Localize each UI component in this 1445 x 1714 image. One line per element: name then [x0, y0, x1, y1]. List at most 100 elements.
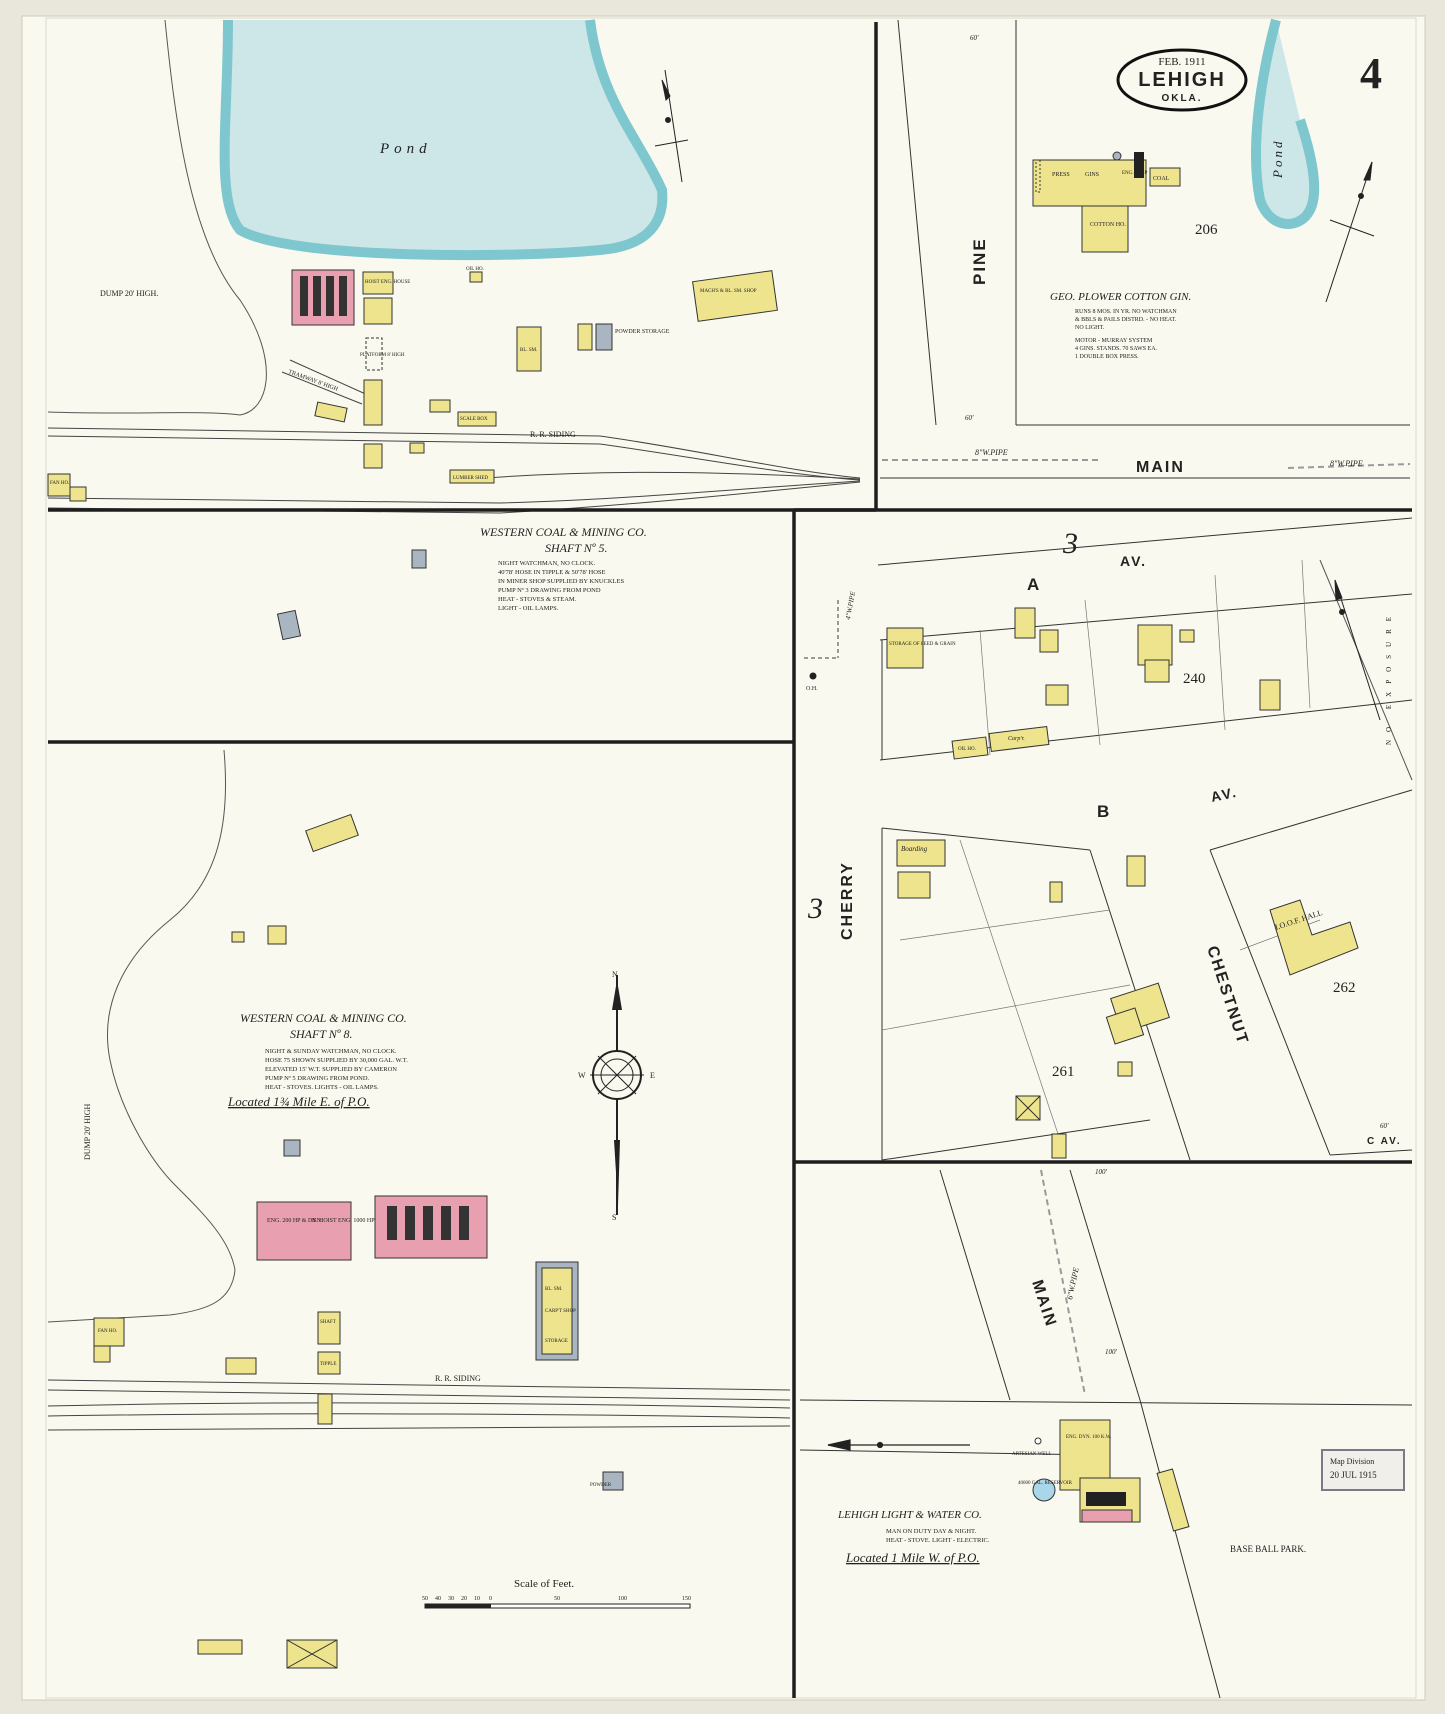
- shed-h-5: [411, 549, 427, 569]
- scale-tick-2: 30: [448, 1596, 454, 1602]
- svg-text:100': 100': [1105, 1348, 1118, 1356]
- north-arrow-town-icon: [1334, 579, 1381, 721]
- town-shed-d: [1117, 1061, 1133, 1077]
- platform-label: PLATFORM 8' HIGH: [360, 353, 405, 358]
- gin-engine-label: ENG. 35 HP: [1122, 171, 1148, 176]
- shed-l-cross-2: [286, 1639, 338, 1669]
- shed-d-8: [283, 1139, 301, 1157]
- boiler-8-4: [441, 1206, 451, 1240]
- shaft8-note-0: NIGHT & SUNDAY WATCHMAN, NO CLOCK.: [265, 1048, 397, 1055]
- svg-text:60': 60': [965, 414, 974, 422]
- scale-title: Scale of Feet.: [514, 1578, 574, 1590]
- shaft8-note-4: HEAT - STOVES. LIGHTS - OIL LAMPS.: [265, 1084, 379, 1091]
- light-note-1: HEAT - STOVE. LIGHT - ELECTRIC.: [886, 1537, 990, 1544]
- gin-cotton-label: COTTON HO.: [1090, 222, 1126, 228]
- north-arrow-icon: [654, 69, 689, 183]
- street-pine: PINE: [970, 237, 989, 285]
- compass-e: E: [650, 1071, 655, 1080]
- rail-tracks-8: [47, 1379, 791, 1431]
- scale-bar-fill: [425, 1604, 491, 1608]
- reservoir-label: 40000 GAL. RESERVOIR: [1018, 1481, 1073, 1486]
- scale-tick-6: 50: [554, 1596, 560, 1602]
- shed-a-8: [305, 813, 359, 853]
- shaft5-notes: NIGHT WATCHMAN, NO CLOCK. 40'78' HOSE IN…: [498, 560, 624, 612]
- shaft8-note-2: ELEVATED 15' W.T. SUPPLIED BY CAMERON: [265, 1066, 397, 1073]
- pipe-label-left: 8"W.PIPE: [975, 448, 1008, 457]
- gin-note-4: 4 GINS. STANDS. 70 SAWS EA.: [1075, 346, 1158, 352]
- bl-sm-label-5: BL. SM.: [520, 348, 537, 353]
- scale-tick-8: 150: [682, 1596, 691, 1602]
- coal-shed: [1149, 167, 1181, 187]
- shaft8-note-3: PUMP Nº 5 DRAWING FROM POND.: [265, 1075, 370, 1082]
- a-ave-letter: A: [1027, 575, 1041, 594]
- fan-house-8: [93, 1317, 125, 1347]
- water-pipe-main-east: [1287, 463, 1411, 469]
- dwelling-240a: [1137, 624, 1173, 666]
- shaft8-note-1: HOSE 75 SHOWN SUPPLIED BY 30,000 GAL. W.…: [265, 1057, 408, 1064]
- chestnut-east: [1209, 849, 1331, 1156]
- boiler-shed-5: [363, 443, 383, 469]
- sheet-ref-1: 3: [1062, 527, 1078, 560]
- feed-grain-label: STORAGE OF FEED & GRAIN: [889, 642, 956, 647]
- compass-n: N: [612, 970, 618, 979]
- platform-gin: [1035, 159, 1041, 193]
- dimension-labels: 60' 60' 100' 60' 100': [965, 34, 1389, 1356]
- water-tank-icon: [1112, 151, 1122, 161]
- gin-note-0: RUNS 8 MOS. IN YR. NO WATCHMAN: [1075, 309, 1177, 315]
- boiler-2: [313, 276, 321, 316]
- c-ave-label: C AV.: [1367, 1136, 1402, 1147]
- a-ave-suffix: AV.: [1120, 553, 1147, 569]
- main-lower-west: [939, 1169, 1011, 1401]
- engine-house-8: [256, 1201, 352, 1261]
- light-title: LEHIGH LIGHT & WATER CO.: [837, 1509, 982, 1521]
- stamp-title: Map Division: [1330, 1457, 1374, 1466]
- block-262: 262: [1333, 980, 1356, 996]
- oil-label-5: OIL HO.: [466, 267, 484, 272]
- town-bldg-c: [1045, 684, 1069, 706]
- scale-tick-7: 100: [618, 1596, 627, 1602]
- boiler-4: [339, 276, 347, 316]
- boiler-8-1: [387, 1206, 397, 1240]
- fan-label-8: FAN HO.: [98, 1329, 117, 1334]
- panel-shaft-8: DUMP 20' HIGH R. R. SIDING ENG. 200 HP &…: [47, 749, 791, 1669]
- shaft5-note-1: 40'78' HOSE IN TIPPLE & 50'78' HOSE: [498, 569, 606, 576]
- artesian-label: ARTESIAN WELL: [1012, 1452, 1051, 1457]
- gin-gins-label: GINS: [1085, 172, 1099, 178]
- scale-box-5: [457, 411, 497, 427]
- shaft5-note-0: NIGHT WATCHMAN, NO CLOCK.: [498, 560, 595, 567]
- town-shed-c: [1126, 855, 1146, 887]
- scale-tick-0: 50: [422, 1596, 428, 1602]
- main-lower-east: [1069, 1169, 1141, 1401]
- water-pipe-lower: [1040, 1169, 1086, 1396]
- fan-house-5: [47, 473, 71, 497]
- siding-label-5: R. R. SIDING: [530, 430, 576, 439]
- engine-label-8: ENG. 200 HP & DYN.: [267, 1218, 323, 1224]
- boiler-8-2: [405, 1206, 415, 1240]
- boarding-annex: [897, 871, 931, 899]
- shaft5-title-2: SHAFT Nº 5.: [545, 541, 608, 555]
- shaft5-note-2: IN MINER SHOP SUPPLIED BY KNUCKLES: [498, 578, 624, 585]
- ioof-hall: [1269, 899, 1359, 976]
- fan-label-5: FAN HO.: [50, 481, 69, 486]
- dump-outline-8: [47, 749, 236, 1323]
- gin-note-2: NO LIGHT.: [1075, 325, 1105, 331]
- hoist-engine-house-5: [362, 271, 394, 295]
- gin-title: GEO. PLOWER COTTON GIN.: [1050, 291, 1191, 303]
- powder-label-5: POWDER STORAGE: [615, 329, 670, 335]
- a-ave-north: [877, 517, 1413, 566]
- pond-shaft-5: [219, 19, 668, 261]
- oh-label: O.H.: [806, 686, 818, 692]
- well-icon: [1034, 1437, 1042, 1445]
- oil-house-label: OIL HO.: [958, 747, 976, 752]
- shed-g-8: [225, 1357, 257, 1375]
- boiler-1: [300, 276, 308, 316]
- lumber-label: LUMBER SHED: [453, 476, 489, 481]
- bl-sm-label-8: BL. SM.: [545, 1287, 562, 1292]
- shed-a-5: [314, 401, 348, 423]
- brick-stack: [1081, 1509, 1133, 1523]
- boiler-3: [326, 276, 334, 316]
- gin-note-3: MOTOR - MURRAY SYSTEM: [1075, 338, 1153, 344]
- c-ave-west: [881, 1119, 1151, 1161]
- blacksmith-5: [516, 326, 542, 372]
